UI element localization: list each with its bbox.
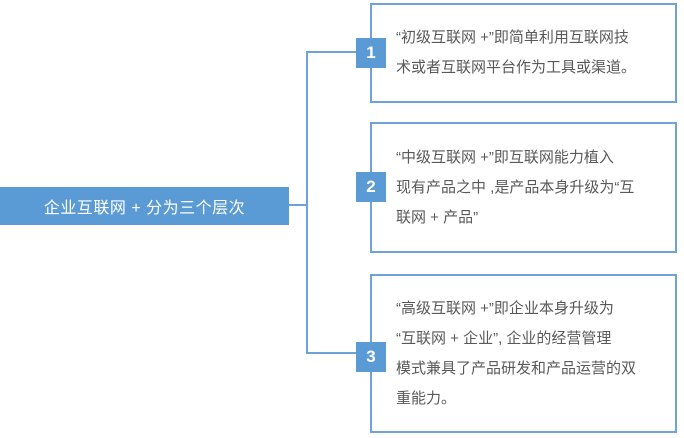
branch-node-3-number: 3: [366, 347, 376, 366]
branch-node-1-number: 1: [366, 43, 376, 62]
branch-node-2-number-badge: 2: [356, 172, 386, 202]
branch-node-2-text: “中级互联网 +”即互联网能力植入 现有产品之中 ,是产品本身升级为“互 联网 …: [396, 148, 635, 226]
branch-node-3: “高级互联网 +”即企业本身升级为 “互联网 + 企业”, 企业的经营管理 模式…: [370, 274, 677, 433]
branch-node-1: “初级互联网 +”即简单利用互联网技 术或者互联网平台作为工具或渠道。: [370, 3, 677, 103]
root-node: 企业互联网 + 分为三个层次: [0, 187, 289, 225]
branch-node-2-number: 2: [366, 177, 376, 196]
connector-branch-3: [306, 352, 357, 354]
branch-node-1-text: “初级互联网 +”即简单利用互联网技 术或者互联网平台作为工具或渠道。: [396, 29, 637, 76]
branch-node-3-number-badge: 3: [356, 342, 386, 372]
branch-node-2: “中级互联网 +”即互联网能力植入 现有产品之中 ,是产品本身升级为“互 联网 …: [370, 122, 677, 253]
connector-spine: [306, 51, 308, 354]
branch-node-3-text: “高级互联网 +”即企业本身升级为 “互联网 + 企业”, 企业的经营管理 模式…: [396, 299, 637, 407]
connector-root-stub: [289, 204, 308, 206]
connector-branch-1: [306, 51, 357, 53]
root-node-label: 企业互联网 + 分为三个层次: [43, 200, 246, 217]
branch-node-1-number-badge: 1: [356, 38, 386, 68]
